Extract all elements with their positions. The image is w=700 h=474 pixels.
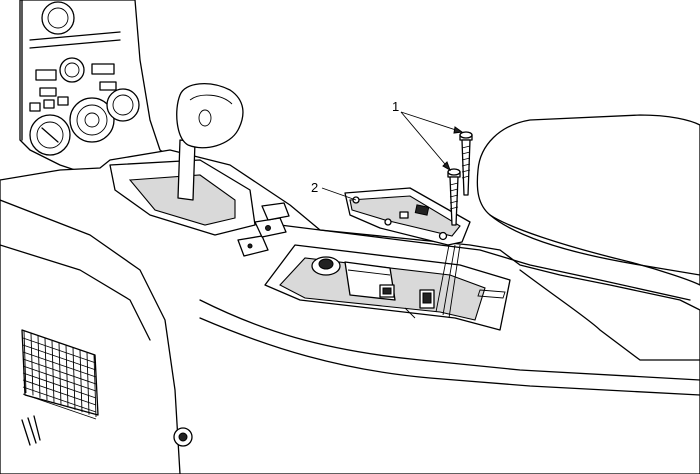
grille-line bbox=[23, 330, 27, 394]
hvac-knob-right bbox=[106, 88, 140, 122]
grille-line bbox=[37, 335, 41, 398]
hvac-knob-center bbox=[69, 97, 115, 143]
grille-line bbox=[58, 342, 62, 406]
hvac-knob-left bbox=[29, 114, 71, 156]
grille-line bbox=[51, 340, 55, 403]
callout-label-1: 1 bbox=[392, 99, 399, 114]
center-stack bbox=[19, 0, 186, 176]
trim-fastener bbox=[173, 427, 193, 447]
grille-line bbox=[22, 393, 97, 420]
grille-line bbox=[79, 350, 83, 413]
grille-line bbox=[44, 338, 48, 401]
grille-line bbox=[22, 351, 97, 378]
hvac-buttons bbox=[29, 96, 69, 112]
radio-buttons bbox=[35, 57, 117, 97]
bolts bbox=[435, 131, 473, 319]
callout-label-2: 2 bbox=[311, 180, 318, 195]
lower-left-panel bbox=[0, 199, 193, 474]
grille-line bbox=[22, 365, 97, 392]
callout-1: 1 bbox=[392, 99, 464, 172]
grille-line bbox=[22, 379, 97, 406]
grille-line bbox=[22, 372, 97, 399]
grille-line bbox=[22, 337, 97, 364]
console-opening bbox=[264, 244, 511, 331]
console-switches bbox=[237, 202, 290, 257]
radio-dial bbox=[41, 1, 75, 35]
armrest bbox=[476, 114, 700, 286]
cigar-lighter bbox=[311, 256, 341, 276]
gear-shifter bbox=[109, 83, 256, 236]
bolt-upper bbox=[459, 131, 473, 196]
grille-line bbox=[86, 352, 90, 415]
grille-line bbox=[65, 345, 69, 408]
speaker-grille bbox=[21, 329, 99, 420]
wiring-connector bbox=[379, 284, 435, 309]
bolt-lower bbox=[447, 168, 461, 226]
grille-line bbox=[22, 386, 97, 413]
shifter-bracket bbox=[344, 187, 471, 246]
grille-line bbox=[22, 358, 97, 385]
grille-line bbox=[22, 344, 97, 371]
grille-line bbox=[30, 333, 34, 396]
grille-line bbox=[72, 347, 76, 410]
grille-line bbox=[93, 354, 97, 418]
callout-2: 2 bbox=[311, 180, 357, 201]
